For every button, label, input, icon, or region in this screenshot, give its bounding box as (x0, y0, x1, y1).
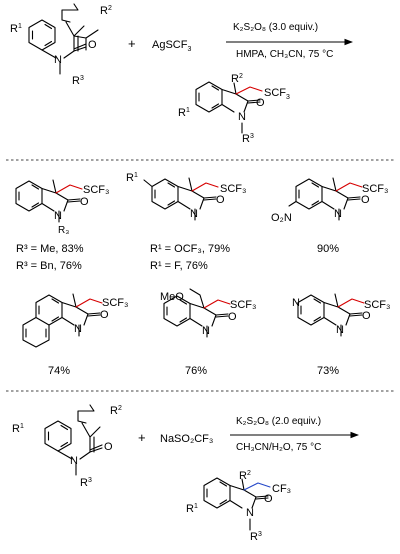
product2-oxindole (203, 477, 271, 509)
example-2-o: O (216, 194, 225, 206)
o-label: O (88, 39, 97, 51)
example-6-n: N (336, 324, 344, 336)
reaction2: R1 N O R2 R3 + NaSO₂CF₃ K₂S₂O₈ (2.0 equi… (12, 404, 360, 543)
r2-r2-label: R2 (110, 405, 122, 417)
example-2 (143, 177, 219, 221)
r2-condition-oxidant: K₂S₂O₈ (2.0 equiv.) (236, 416, 321, 427)
example-1-r3: R₃ (58, 225, 69, 236)
r2-r3-label: R3 (80, 477, 92, 489)
r2-n-label: N (70, 455, 78, 467)
product1-o: O (256, 97, 265, 109)
product2-r2: R2 (239, 470, 251, 482)
example-4-yield: 74% (48, 365, 70, 377)
example-2-n: N (190, 208, 198, 220)
product2-o: O (264, 493, 273, 505)
example-3-scf3: SCF₃ (362, 183, 388, 195)
product2-r1: R1 (186, 503, 198, 515)
reactant1-acrylamide (28, 3, 99, 75)
example-4-o: O (100, 309, 109, 321)
example-2-r1: R1 (126, 172, 138, 184)
reagent-agscf3: AgSCF3 (152, 39, 191, 53)
example-1-yield-2: R³ = Bn, 76% (16, 260, 82, 272)
example-6-scf3: SCF₃ (364, 299, 390, 311)
example-4 (22, 293, 103, 348)
example-6-pyridine-n: N (292, 297, 300, 309)
example-5-o: O (228, 311, 237, 323)
example-5-scf3: SCF₃ (230, 299, 256, 311)
example-6 (297, 293, 365, 337)
example-1-yield-1: R³ = Me, 83% (16, 243, 84, 255)
example-6-o: O (362, 310, 371, 322)
example-1-scf3: SCF₃ (83, 184, 109, 196)
example-3-o: O (361, 194, 370, 206)
product2-r3: R3 (250, 531, 262, 543)
example-3-no2: O₂N (271, 212, 292, 224)
r2-condition-solvent: CH₃CN/H₂O, 75 °C (236, 442, 321, 453)
product1-r2: R2 (231, 73, 243, 85)
condition-solvent: HMPA, CH₃CN, 75 °C (236, 49, 333, 60)
example-3-n: N (334, 208, 342, 220)
r1-label: R1 (10, 23, 22, 35)
product1-scf3: SCF3 (264, 87, 290, 101)
reaction1: R1 N O R2 R3 + AgSCF3 K₂S₂O₈ (3.0 equiv.… (10, 3, 354, 145)
product1-r3: R3 (242, 133, 254, 145)
example-5-meo: MeO (160, 291, 184, 303)
example-1-o: O (80, 196, 89, 208)
example-1-n: N (54, 210, 62, 222)
reactant2-acrylamide (44, 404, 103, 476)
example-4-n: N (74, 323, 82, 335)
example-2-scf3: SCF₃ (220, 183, 246, 195)
example-5-n: N (202, 325, 210, 337)
product1-oxindole (195, 81, 263, 113)
r2-r1-label: R1 (12, 423, 24, 435)
r3-label: R3 (72, 75, 84, 87)
condition-oxidant: K₂S₂O₈ (3.0 equiv.) (233, 22, 318, 33)
plus-sign: + (128, 36, 136, 51)
product2-cf3: CF₃ (272, 483, 291, 495)
r2-label: R2 (100, 5, 112, 17)
product1-r1: R1 (178, 107, 190, 119)
product1-n: N (238, 111, 246, 123)
example-4-scf3: SCF₃ (102, 297, 128, 309)
example-2-yield-1: R¹ = OCF₃, 79% (150, 243, 230, 255)
r2-plus-sign: + (138, 430, 146, 445)
example-5 (163, 288, 231, 338)
reagent-nayso2cf3: NaSO₂CF₃ (160, 433, 213, 445)
product2-n: N (246, 507, 254, 519)
r2-o-label: O (104, 441, 113, 453)
example-3-yield: 90% (317, 243, 339, 255)
example-5-yield: 76% (185, 365, 207, 377)
example-1 (15, 179, 83, 223)
example-3 (288, 177, 363, 221)
example-2-yield-2: R¹ = F, 76% (150, 260, 208, 272)
example-6-yield: 73% (317, 365, 339, 377)
n-label: N (54, 54, 62, 66)
